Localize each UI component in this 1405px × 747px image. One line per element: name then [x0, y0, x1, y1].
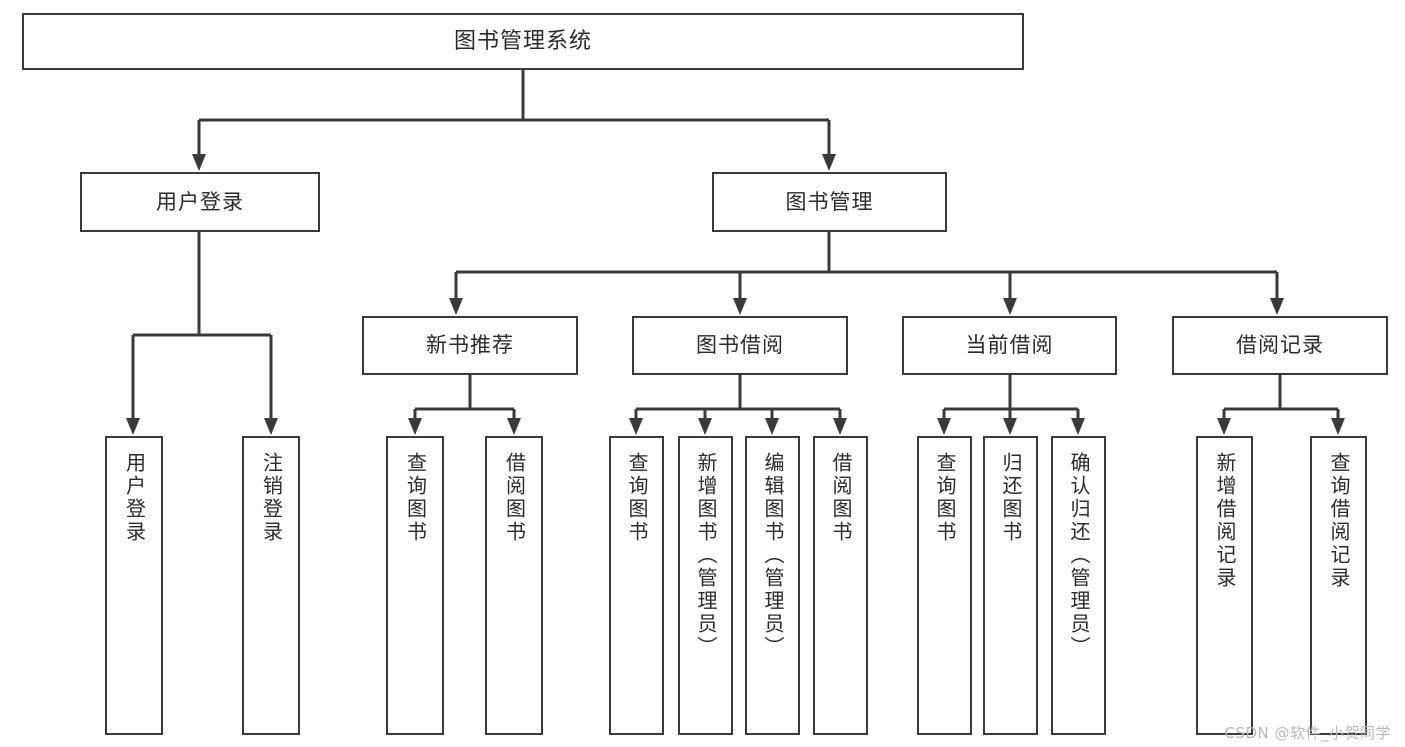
leaf-leaf-query-book-3[interactable]: 查询图书 [917, 436, 972, 735]
node-current-borrow-label: 当前借阅 [965, 333, 1054, 358]
leaf-leaf-query-record-label: 查询借阅记录 [1327, 452, 1351, 590]
node-user-login[interactable]: 用户登录 [80, 172, 320, 232]
node-book-manage[interactable]: 图书管理 [712, 172, 947, 232]
leaf-leaf-query-book-1-label: 查询图书 [403, 452, 428, 544]
node-book-manage-label: 图书管理 [785, 189, 874, 214]
leaf-leaf-query-book-2-label: 查询图书 [625, 452, 649, 544]
leaf-leaf-edit-book-label: 编辑图书（管理员） [761, 452, 785, 659]
leaf-leaf-add-record-label: 新增借阅记录 [1213, 452, 1237, 590]
leaf-leaf-add-book[interactable]: 新增图书（管理员） [678, 436, 733, 735]
leaf-leaf-user-login-label: 用户登录 [122, 452, 147, 544]
leaf-leaf-add-book-label: 新增图书（管理员） [694, 452, 718, 659]
leaf-leaf-borrow-book-2[interactable]: 借阅图书 [813, 436, 868, 735]
node-book-borrow-label: 图书借阅 [696, 333, 784, 358]
node-root-label: 图书管理系统 [453, 28, 592, 54]
leaf-leaf-edit-book[interactable]: 编辑图书（管理员） [745, 436, 800, 735]
leaf-leaf-query-book-2[interactable]: 查询图书 [609, 436, 664, 735]
leaf-leaf-query-book-3-label: 查询图书 [933, 452, 957, 544]
leaf-leaf-return-book[interactable]: 归还图书 [983, 436, 1038, 735]
node-user-login-label: 用户登录 [156, 189, 244, 214]
leaf-leaf-add-record[interactable]: 新增借阅记录 [1196, 436, 1253, 735]
node-book-borrow[interactable]: 图书借阅 [632, 316, 848, 375]
leaf-leaf-return-book-label: 归还图书 [999, 452, 1023, 544]
node-root[interactable]: 图书管理系统 [22, 13, 1024, 70]
leaf-leaf-confirm-return[interactable]: 确认归还（管理员） [1051, 436, 1106, 735]
leaf-leaf-query-book-1[interactable]: 查询图书 [386, 436, 444, 735]
leaf-leaf-borrow-book-1[interactable]: 借阅图书 [485, 436, 543, 735]
watermark: CSDN @软件_小贺同学 [1224, 724, 1391, 742]
leaf-leaf-user-logout-label: 注销登录 [259, 452, 284, 544]
leaf-leaf-user-logout[interactable]: 注销登录 [242, 436, 300, 735]
leaf-leaf-borrow-book-2-label: 借阅图书 [829, 452, 853, 544]
leaf-leaf-query-record[interactable]: 查询借阅记录 [1310, 436, 1367, 735]
node-new-book-recommend-label: 新书推荐 [426, 333, 514, 358]
node-new-book-recommend[interactable]: 新书推荐 [362, 316, 578, 375]
leaf-leaf-borrow-book-1-label: 借阅图书 [502, 452, 527, 544]
node-borrow-record[interactable]: 借阅记录 [1172, 316, 1388, 375]
node-borrow-record-label: 借阅记录 [1236, 333, 1324, 358]
leaf-leaf-confirm-return-label: 确认归还（管理员） [1067, 452, 1091, 659]
leaf-leaf-user-login[interactable]: 用户登录 [105, 436, 163, 735]
node-current-borrow[interactable]: 当前借阅 [902, 316, 1117, 375]
